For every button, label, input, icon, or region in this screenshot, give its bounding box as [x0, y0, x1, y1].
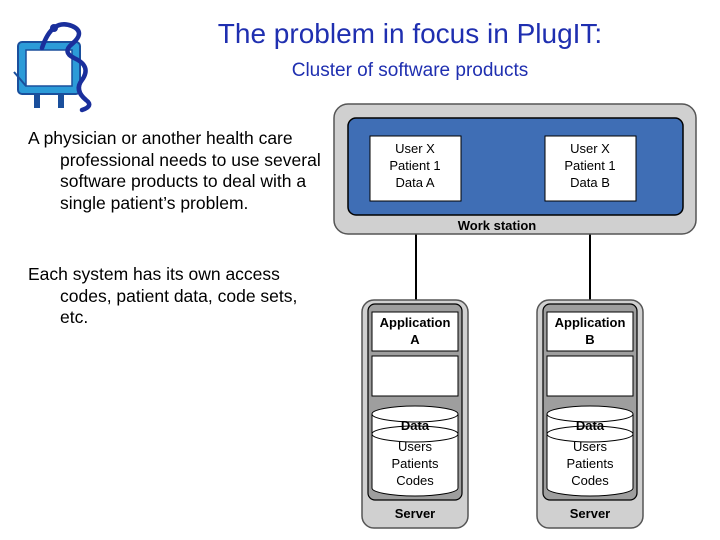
- server-b: Application B Data Users Patients Codes …: [536, 299, 644, 529]
- application-id: A: [410, 332, 420, 347]
- data-item: Patients: [567, 456, 614, 471]
- monitor-caduceus-logo-icon: [13, 22, 92, 113]
- screen-line: Patient 1: [564, 158, 615, 173]
- server-a: Application A Data Users Patients Codes …: [361, 299, 469, 529]
- paragraph-physician: A physician or another health care profe…: [28, 128, 328, 214]
- application-id: B: [585, 332, 594, 347]
- workstation: User X Patient 1 Data A User X Patient 1…: [333, 103, 697, 235]
- screen-line: Data A: [395, 175, 434, 190]
- page-subtitle: Cluster of software products: [291, 60, 529, 81]
- server-label: Server: [570, 506, 610, 521]
- application-label: Application: [555, 315, 626, 330]
- screen-line: Patient 1: [389, 158, 440, 173]
- screen-b: User X Patient 1 Data B: [544, 135, 637, 202]
- screen-line: Data B: [570, 175, 610, 190]
- paragraph-systems: Each system has its own access codes, pa…: [28, 264, 328, 329]
- server-label: Server: [395, 506, 435, 521]
- paragraph-text: A physician or another health care profe…: [28, 128, 321, 213]
- paragraph-text: Each system has its own access codes, pa…: [28, 264, 298, 327]
- workstation-label: Work station: [458, 218, 537, 233]
- data-item: Codes: [396, 473, 434, 488]
- screen-line: User X: [570, 141, 610, 156]
- page-title: The problem in focus in PlugIT:: [217, 18, 603, 49]
- database-cylinder-a: [371, 405, 459, 497]
- data-item: Users: [398, 439, 432, 454]
- data-item: Users: [573, 439, 607, 454]
- data-item: Patients: [392, 456, 439, 471]
- data-label: Data: [401, 418, 430, 433]
- data-item: Codes: [571, 473, 609, 488]
- screen-a: User X Patient 1 Data A: [369, 135, 462, 202]
- application-label: Application: [380, 315, 451, 330]
- data-label: Data: [576, 418, 605, 433]
- database-cylinder-b: [546, 405, 634, 497]
- screen-line: User X: [395, 141, 435, 156]
